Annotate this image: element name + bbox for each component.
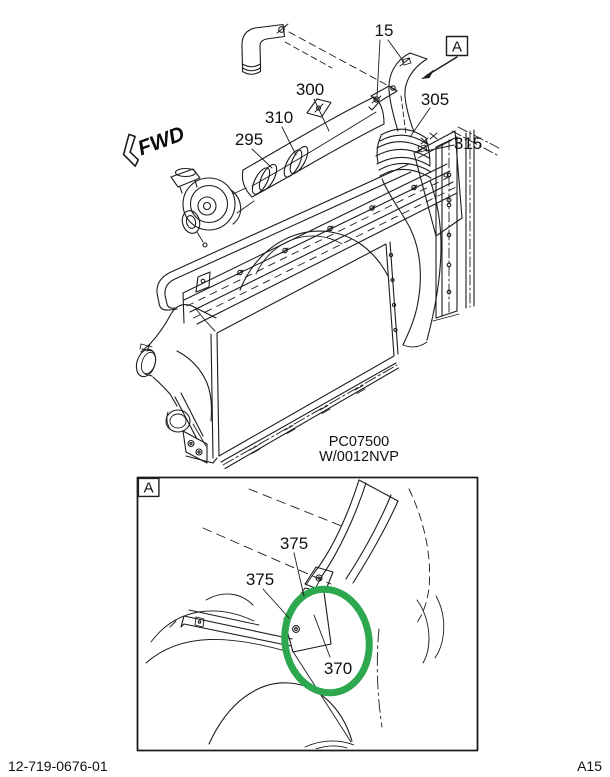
left-tank xyxy=(135,304,217,433)
main-view: A FWD 15 300 310 295 305 315 PC07500 W/0… xyxy=(122,21,500,470)
detail-art xyxy=(145,479,445,749)
callout-375-upper: 375 xyxy=(280,534,308,553)
mount-bracket xyxy=(174,392,218,464)
page-code: A15 xyxy=(577,758,602,774)
print-code-line1: PC07500 xyxy=(329,434,389,450)
callout-300: 300 xyxy=(296,80,324,99)
fwd-marker: FWD xyxy=(122,122,188,167)
fwd-label: FWD xyxy=(135,122,188,160)
footer: 12-719-0676-01 A15 xyxy=(8,758,602,774)
radiator-top-band xyxy=(182,163,458,325)
detail-callout-labels: 375 375 370 xyxy=(246,534,352,678)
callout-310: 310 xyxy=(265,108,293,127)
detail-callout-leaders xyxy=(262,552,331,658)
charge-air-duct xyxy=(241,96,385,198)
main-callout-labels: 15 300 310 295 305 315 xyxy=(235,21,482,153)
down-pipe xyxy=(368,52,442,348)
callout-315: 315 xyxy=(454,134,482,153)
detail-a-letter: A xyxy=(144,480,154,497)
document-number: 12-719-0676-01 xyxy=(8,758,108,774)
arrowhead xyxy=(421,69,434,79)
detail-left-strap xyxy=(169,609,293,647)
callout-15: 15 xyxy=(375,21,394,40)
bottom-channel xyxy=(220,362,400,470)
fan-shroud xyxy=(239,230,389,291)
detail-a-label: A xyxy=(137,477,160,498)
detail-box-border xyxy=(136,476,479,752)
detail-view: 375 375 370 A xyxy=(136,476,479,752)
guard-bar xyxy=(156,163,412,311)
callout-leaders xyxy=(251,39,455,169)
view-ref-a: A xyxy=(421,35,469,79)
turbocharger xyxy=(170,167,255,248)
view-ref-letter: A xyxy=(452,39,462,56)
upper-hose xyxy=(241,23,399,92)
fwd-chevron-icon xyxy=(122,133,140,167)
radiator-core xyxy=(210,241,399,459)
callout-370: 370 xyxy=(324,659,352,678)
detail-hose xyxy=(305,479,399,590)
print-code-line2: W/0012NVP xyxy=(319,449,399,465)
print-code: PC07500 W/0012NVP xyxy=(319,434,399,465)
highlight-circle xyxy=(281,585,373,697)
callout-295: 295 xyxy=(235,130,263,149)
callout-375-left: 375 xyxy=(246,570,274,589)
callout-305: 305 xyxy=(421,90,449,109)
